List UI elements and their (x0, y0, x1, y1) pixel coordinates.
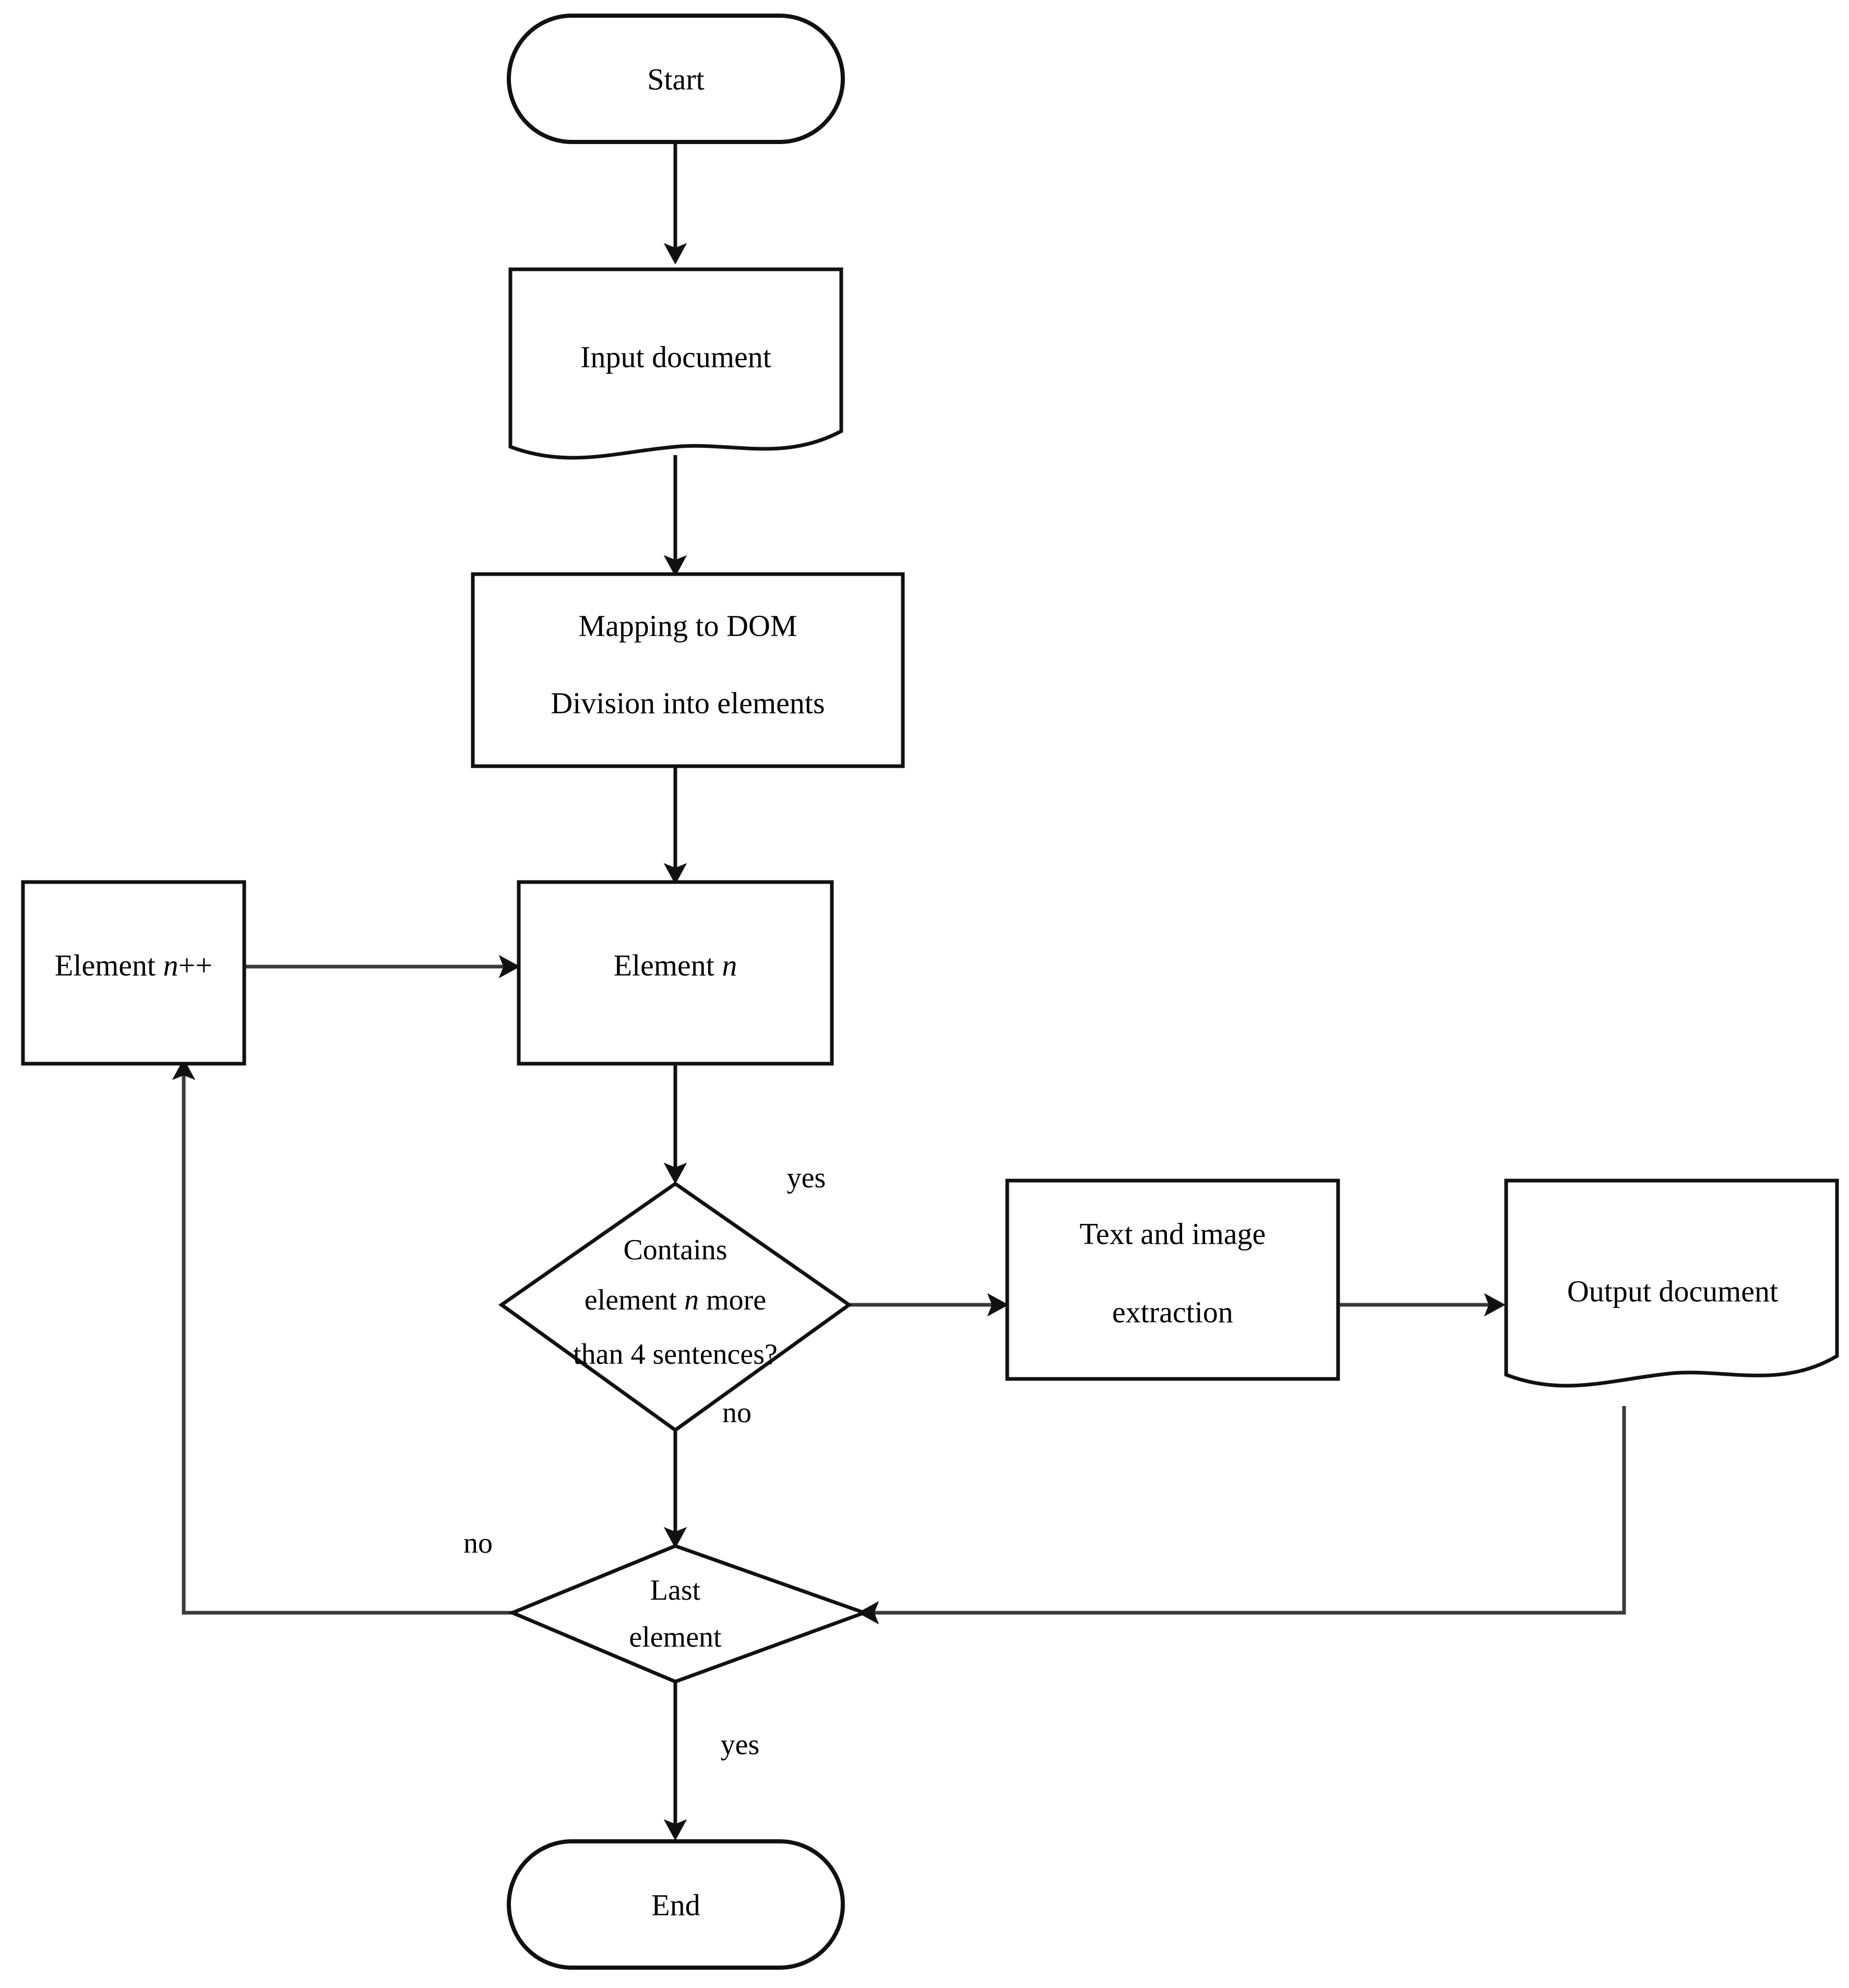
node-decision-sentences[interactable]: Contains element n more than 4 sentences… (498, 1181, 853, 1433)
edge-label-sentences-yes: yes (787, 1162, 826, 1194)
node-output-document[interactable]: Output document (1504, 1178, 1839, 1388)
node-element-increment-suffix: ++ (178, 948, 212, 982)
node-end-label: End (651, 1888, 700, 1922)
edge-decision-last-no-to-element-inc (172, 1058, 516, 1615)
node-end[interactable]: End (507, 1839, 845, 1970)
node-extraction-line2: extraction (1112, 1295, 1233, 1329)
node-mapping-to-dom[interactable]: Mapping to DOM Division into elements (471, 572, 905, 768)
node-decision-sentences-line1: Contains (623, 1234, 727, 1266)
node-decision-sentences-line2: element n more (584, 1284, 766, 1316)
edge-output-to-decision-last (857, 1406, 1626, 1625)
node-text-image-extraction[interactable]: Text and image extraction (1005, 1178, 1340, 1381)
node-input-document[interactable]: Input document (508, 267, 843, 460)
node-element-increment-prefix: Element (55, 948, 163, 982)
node-element-n-prefix: Element (614, 948, 722, 982)
node-mapping-line2: Division into elements (551, 686, 825, 720)
node-decision-sentences-line2-prefix: element (584, 1284, 684, 1316)
node-decision-sentences-line2-variable: n (684, 1284, 699, 1316)
node-decision-last-element[interactable]: Last element (507, 1544, 870, 1684)
edge-label-last-yes: yes (721, 1729, 760, 1761)
edge-label-sentences-no: no (722, 1397, 751, 1429)
edge-label-last-no: no (463, 1527, 493, 1560)
node-element-n-label: Element n (614, 948, 737, 982)
node-element-n-variable: n (722, 948, 737, 982)
node-decision-last-line1: Last (650, 1574, 701, 1606)
node-input-document-label: Input document (580, 340, 771, 374)
node-element-n[interactable]: Element n (517, 880, 834, 1066)
node-start[interactable]: Start (507, 14, 845, 144)
node-start-label: Start (647, 62, 705, 96)
node-decision-sentences-line2-suffix: more (699, 1284, 766, 1316)
node-output-document-label: Output document (1567, 1274, 1778, 1308)
node-decision-sentences-line3: than 4 sentences? (573, 1338, 778, 1371)
node-extraction-line1: Text and image (1080, 1217, 1266, 1251)
node-decision-last-line2: element (629, 1621, 722, 1653)
node-element-increment-label: Element n++ (55, 948, 212, 982)
node-element-increment-variable: n (163, 948, 178, 982)
node-mapping-line1: Mapping to DOM (579, 609, 797, 642)
node-element-increment[interactable]: Element n++ (21, 880, 246, 1066)
